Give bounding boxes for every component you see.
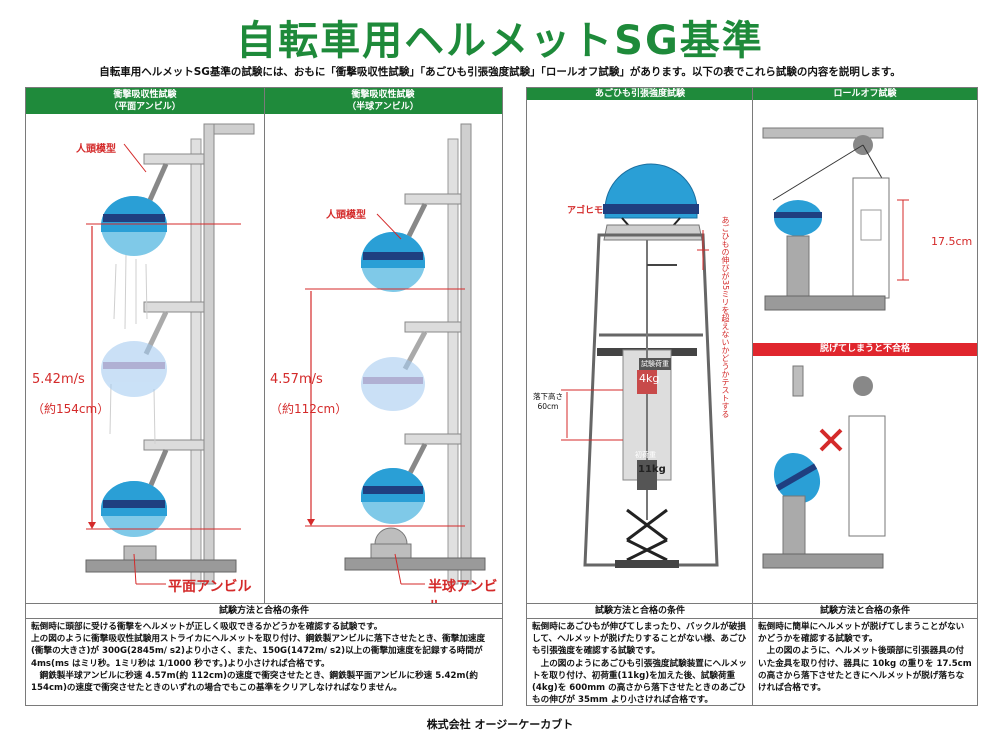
drop-height-label: 落下高さ 60cm [533, 391, 563, 411]
helmet-ghost-icon [361, 357, 425, 411]
rolloff-conditions-para: 上の図のように、ヘルメット後頭部に引張器具の付いた金具を取り付け、器具に 10k… [758, 646, 972, 694]
test-weight-name: 試験荷重 [639, 358, 671, 370]
impact-hemi-header: 衝撃吸収性試験 （半球アンビル） [264, 88, 502, 114]
impact-flat-header: 衝撃吸収性試験 （平面アンビル） [26, 88, 264, 114]
helmet-icon [101, 481, 167, 537]
page-title: 自転車用ヘルメットSG基準 [236, 18, 764, 64]
chinstrap-conditions-title: 試験方法と合格の条件 [527, 604, 753, 619]
impact-flat-header-sub: （平面アンビル） [109, 102, 181, 112]
helmet-icon [101, 196, 167, 256]
chinstrap-conditions-text: 転倒時にあごひもが伸びてしまったり、バックルが破損して、ヘルメットが脱げたりする… [532, 621, 748, 706]
chinstrap-label: アゴヒモ [567, 206, 604, 216]
impact-conditions-para: 上の図のように衝撃吸収性試験用ストライカにヘルメットを取り付け、鋼鉄製アンビルに… [31, 634, 486, 669]
rolloff-fail-header: 脱げてしまうと不合格 [753, 343, 977, 356]
chinstrap-test-panel: あごひも引張強度試験 アゴヒモ 試験荷重 4kg 初荷重 11kg 落下高さ 6… [526, 87, 754, 706]
initial-weight-label: 11kg [638, 464, 666, 475]
rolloff-conditions-title: 試験方法と合格の条件 [753, 604, 977, 619]
rolloff-conditions-box: 試験方法と合格の条件 転倒時に簡単にヘルメットが脱げてしまうことがないかどうかを… [752, 603, 978, 706]
impact-flat-height: （約154cm） [32, 402, 110, 416]
helmet-icon [773, 452, 821, 504]
chinstrap-header: あごひも引張強度試験 [527, 88, 753, 100]
impact-divider [264, 88, 265, 605]
helmet-ghost-icon [101, 341, 167, 397]
impact-conditions-para: 鋼鉄製半球アンビルに秒速 4.57m(約 112cm)の速度で衝突させたとき、鋼… [31, 670, 478, 694]
impact-hemi-header-title: 衝撃吸収性試験 [351, 90, 415, 100]
initial-weight-name: 初荷重 [635, 451, 656, 459]
helmet-icon [603, 163, 699, 219]
rolloff-header: ロールオフ試験 [753, 88, 977, 100]
impact-conditions-title: 試験方法と合格の条件 [26, 604, 502, 619]
impact-hemi-speed: 4.57m/s [270, 372, 323, 387]
head-model-label: 人頭模型 [76, 144, 116, 155]
chinstrap-conditions-box: 試験方法と合格の条件 転倒時にあごひもが伸びてしまったり、バックルが破損して、ヘ… [526, 603, 754, 706]
helmet-icon [361, 468, 425, 524]
chinstrap-conditions-para: 上の図のようにあごひも引張強度試験装置にヘルメットを取り付け、初荷重(11kg)… [532, 658, 747, 706]
head-model-label: 人頭模型 [326, 210, 366, 221]
test-weight-label: 4kg [639, 372, 660, 385]
impact-flat-speed: 5.42m/s [32, 372, 85, 387]
rolloff-test-panel: ロールオフ試験 17.5cm 脱げてしまうと不合格 試験方法と合格の条件 [752, 87, 978, 706]
impact-conditions-box: 試験方法と合格の条件 転倒時に頭部に受ける衝撃をヘルメットが正しく吸収できるかど… [25, 603, 503, 706]
impact-hemi-height: （約112cm） [270, 402, 348, 416]
impact-hemi-diagram [305, 123, 486, 585]
impact-conditions-text: 転倒時に頭部に受ける衝撃をヘルメットが正しく吸収できるかどうかを確認する試験です… [31, 621, 497, 694]
impact-conditions-para: 転倒時に頭部に受ける衝撃をヘルメットが正しく吸収できるかどうかを確認する試験です… [31, 622, 383, 632]
rolloff-conditions-text: 転倒時に簡単にヘルメットが脱げてしまうことがないかどうかを確認する試験です。 上… [758, 621, 972, 694]
rolloff-fail-diagram [762, 365, 886, 569]
intro-text: 自転車用ヘルメットSG基準の試験には、おもに「衝撃吸収性試験」「あごひも引張強度… [99, 66, 901, 78]
chinstrap-vertical-note: あごひもの伸びが35ミリを超えないかどうかテストする [721, 216, 730, 419]
rolloff-diagram [762, 127, 909, 311]
impact-flat-diagram [85, 123, 255, 585]
rolloff-distance: 17.5cm [931, 235, 973, 248]
chinstrap-conditions-para: 転倒時にあごひもが伸びてしまったり、バックルが破損して、ヘルメットが脱げたりする… [532, 622, 747, 657]
company-footer: 株式会社 オージーケーカブト [426, 718, 574, 731]
chinstrap-diagram [561, 163, 719, 568]
impact-test-panel: 衝撃吸収性試験 （平面アンビル） 衝撃吸収性試験 （半球アンビル） [25, 87, 503, 706]
impact-hemi-header-sub: （半球アンビル） [347, 102, 419, 112]
helmet-icon [774, 200, 822, 236]
helmet-icon [361, 232, 425, 292]
drop-height-line: 落下高さ [533, 392, 563, 401]
drop-height-line: 60cm [537, 402, 559, 411]
impact-flat-header-title: 衝撃吸収性試験 [113, 90, 177, 100]
impact-flat-anvil-label: 平面アンビル [168, 579, 252, 595]
rolloff-conditions-para: 転倒時に簡単にヘルメットが脱げてしまうことがないかどうかを確認する試験です。 [758, 622, 965, 645]
